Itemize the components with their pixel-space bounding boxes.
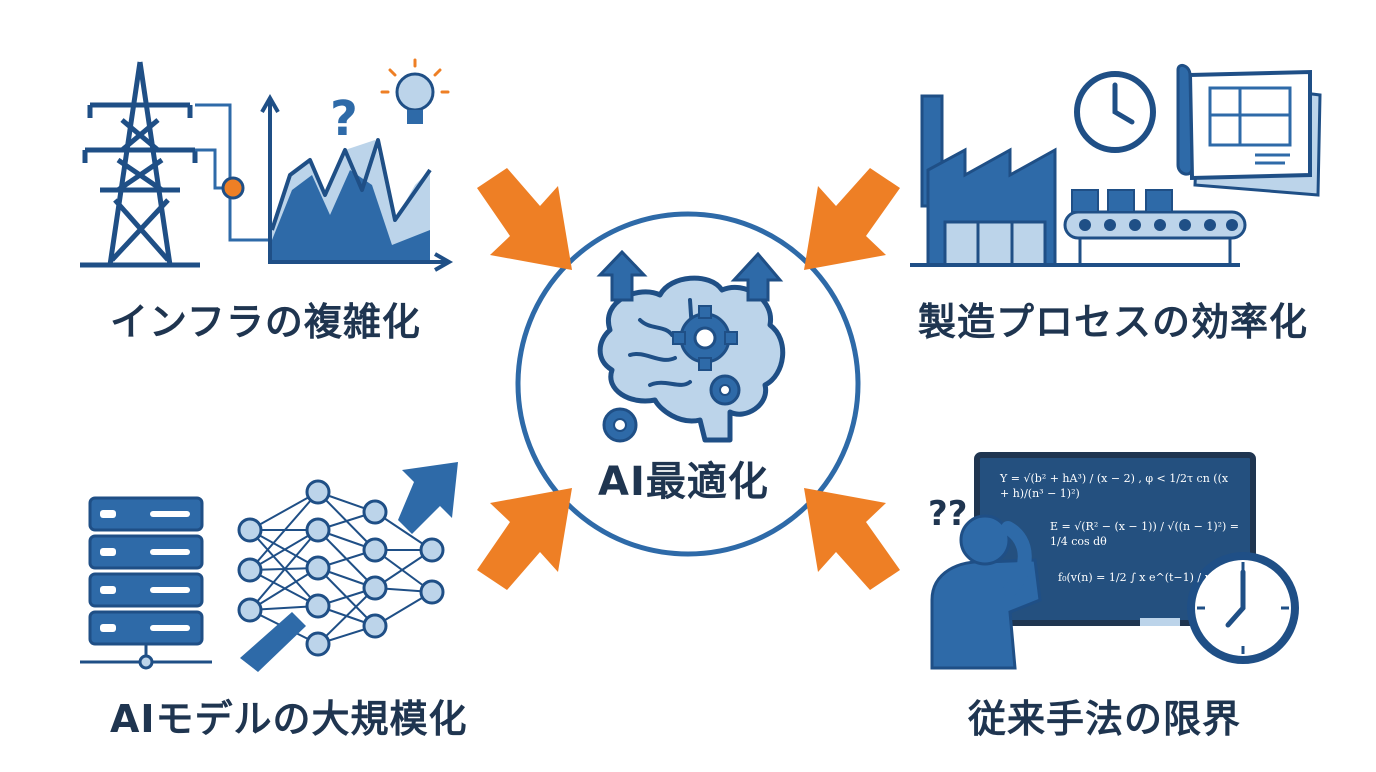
up-arrow-icon — [596, 249, 784, 302]
arrow-icon — [477, 488, 572, 590]
gear-icon — [672, 305, 738, 371]
factory-icon — [910, 94, 1240, 267]
gear-icon — [602, 407, 638, 443]
question-mark-icon: ?? — [928, 494, 967, 534]
infra-illustration: ? — [80, 58, 454, 272]
arrow-icon — [804, 168, 900, 270]
equation-line: E = √(R² − (x − 1)) / √((n − 1)²) = 1/4 … — [1050, 519, 1240, 548]
manufacturing-illustration — [910, 63, 1322, 267]
growth-arrow-icon — [240, 462, 458, 672]
server-rack-icon — [80, 496, 212, 670]
lightbulb-icon — [380, 58, 450, 124]
center-label: AI最適化 — [598, 459, 769, 505]
arrow-icon — [804, 488, 900, 590]
equation-line: Y = √(b² + hA³) / (x − 2) , φ < 1/2τ cn … — [1000, 472, 1229, 500]
center-hub — [515, 211, 861, 557]
blueprint-icon — [1176, 63, 1322, 197]
center-circle — [515, 211, 861, 557]
legacy-illustration: ?? — [928, 452, 1299, 670]
thinking-person-icon: ?? — [928, 494, 1042, 670]
blackboard-equations: Y = √(b² + hA³) / (x − 2) , φ < 1/2τ cn … — [1000, 472, 1240, 586]
label-manufacturing: 製造プロセスの効率化 — [918, 300, 1309, 344]
question-mark-icon: ? — [330, 91, 358, 147]
power-tower-icon — [80, 61, 200, 268]
label-ai-model: AIモデルの大規模化 — [110, 697, 468, 741]
node-dot — [221, 176, 245, 200]
gear-icon — [709, 374, 741, 406]
arrow-icon — [477, 168, 572, 270]
clock-icon — [1187, 552, 1299, 664]
chart-icon — [260, 93, 454, 272]
conveyor-icon — [1063, 189, 1247, 265]
neural-network-icon — [237, 479, 445, 657]
equation-line: f₀(v(n) = 1/2 ∫ x e^(t−1) / rR — [1058, 571, 1219, 585]
orange-arrows — [477, 168, 900, 590]
clock-icon — [1074, 71, 1156, 153]
ai-model-illustration — [80, 462, 458, 672]
label-infra: インフラの複雑化 — [110, 300, 421, 344]
label-legacy: 従来手法の限界 — [968, 697, 1242, 741]
